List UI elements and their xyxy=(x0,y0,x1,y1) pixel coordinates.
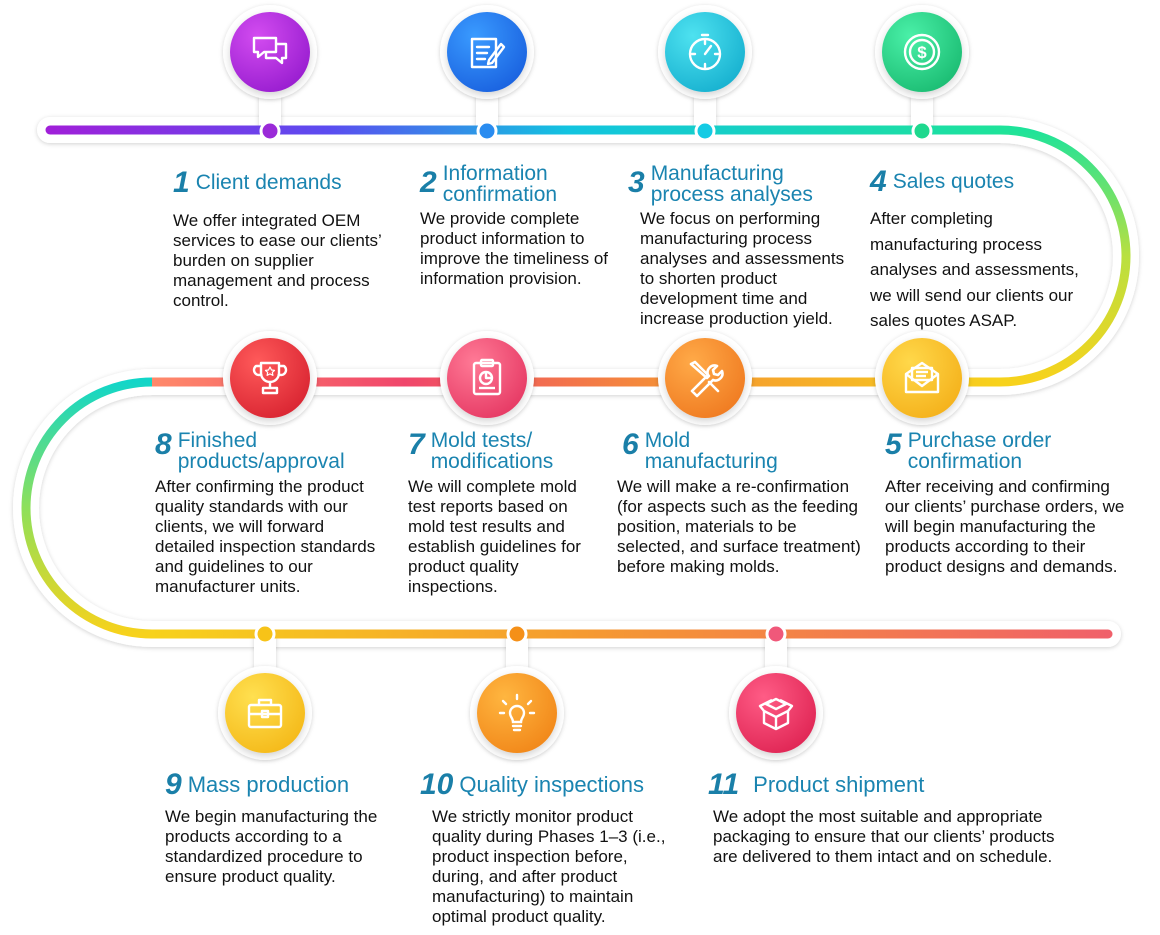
step-heading: 4 Sales quotes xyxy=(870,167,1100,197)
badge-step-10 xyxy=(477,673,557,753)
badge-step-5 xyxy=(882,338,962,418)
step-description: We begin manufacturing the products acco… xyxy=(165,807,378,886)
clipboard-chart-icon xyxy=(472,358,502,396)
badge-step-9 xyxy=(225,673,305,753)
step-title: Quality inspections xyxy=(459,772,645,797)
step-heading: 3 Manufacturing process analyses xyxy=(628,163,858,205)
step-description: After receiving and confirming our clien… xyxy=(885,477,1125,576)
step-number: 11 xyxy=(708,768,740,801)
step-description: We adopt the most suitable and appropria… xyxy=(713,807,1055,866)
step-description: We strictly monitor product quality duri… xyxy=(432,807,666,926)
step-6: 6 Mold manufacturing We will make a re-c… xyxy=(617,428,872,577)
node-dot-10 xyxy=(506,623,528,645)
step-number: 8 xyxy=(155,428,172,461)
step-11: 11 Product shipment We adopt the most su… xyxy=(708,770,1088,867)
step-5: 5 Purchase order confirmation After rece… xyxy=(885,430,1145,577)
node-dot-11 xyxy=(765,623,787,645)
step-2: 2 Information confirmation We provide co… xyxy=(420,163,630,289)
node-dot-4 xyxy=(911,120,933,142)
open-box-icon xyxy=(758,697,794,731)
chat-bubbles-icon xyxy=(252,36,288,65)
step-description: After completing manufacturing process a… xyxy=(870,209,1079,330)
badge-step-3 xyxy=(665,12,745,92)
step-number: 2 xyxy=(420,166,437,199)
step-number: 3 xyxy=(628,166,645,199)
step-title: Information confirmation xyxy=(442,162,558,206)
badge-step-7 xyxy=(447,338,527,418)
step-description: After confirming the product quality sta… xyxy=(155,477,376,596)
step-title: Client demands xyxy=(195,171,342,194)
step-heading: 1 Client demands xyxy=(173,168,408,198)
badge-step-4: $ xyxy=(882,12,962,92)
timeline-nodes xyxy=(254,120,933,645)
badge-step-2 xyxy=(447,12,527,92)
step-description: We will complete mold test reports based… xyxy=(408,477,581,596)
node-dot-3 xyxy=(694,120,716,142)
step-8: 8 Finished products/approval After confi… xyxy=(155,430,395,597)
step-heading: 10 Quality inspections xyxy=(420,770,690,800)
badge-step-8 xyxy=(230,338,310,418)
step-number: 9 xyxy=(165,768,182,801)
stopwatch-icon xyxy=(688,33,722,71)
step-4: 4 Sales quotes After completing manufact… xyxy=(870,167,1100,334)
step-heading: 9 Mass production xyxy=(165,770,405,800)
step-10: 10 Quality inspections We strictly monit… xyxy=(420,770,690,927)
svg-text:$: $ xyxy=(917,43,927,62)
step-title: Product shipment xyxy=(753,772,925,797)
step-description: We offer integrated OEM services to ease… xyxy=(173,211,382,310)
step-description: We focus on performing manufacturing pro… xyxy=(640,209,845,328)
step-heading: 2 Information confirmation xyxy=(420,163,630,205)
toolbox-icon xyxy=(247,698,283,729)
badge-step-1 xyxy=(230,12,310,92)
step-number: 5 xyxy=(885,428,902,461)
step-title: Sales quotes xyxy=(892,170,1015,193)
document-pen-icon xyxy=(470,37,506,69)
trophy-icon xyxy=(252,361,288,395)
wrench-screwdriver-icon xyxy=(689,360,724,398)
step-title: Mass production xyxy=(187,772,350,797)
dollar-coin-icon: $ xyxy=(903,33,941,71)
node-dot-9 xyxy=(254,623,276,645)
step-heading: 8 Finished products/approval xyxy=(155,428,395,473)
step-title: Purchase order confirmation xyxy=(907,429,1052,473)
step-title: Manufacturing process analyses xyxy=(650,162,813,206)
lightbulb-icon xyxy=(498,693,536,732)
step-description: We provide complete product information … xyxy=(420,209,609,288)
node-dot-1 xyxy=(259,120,281,142)
step-heading: 11 Product shipment xyxy=(708,770,1088,800)
node-dot-2 xyxy=(476,120,498,142)
step-title: Mold tests/ modifications xyxy=(430,429,554,473)
badge-step-6 xyxy=(665,338,745,418)
step-description: We will make a re-confirmation (for aspe… xyxy=(617,477,861,576)
step-number: 4 xyxy=(870,165,887,198)
step-heading: 7 Mold tests/ modifications xyxy=(408,428,608,473)
step-heading: 5 Purchase order confirmation xyxy=(885,428,1145,473)
step-number: 7 xyxy=(408,428,425,461)
step-9: 9 Mass production We begin manufacturing… xyxy=(165,770,405,887)
step-number: 10 xyxy=(420,768,454,801)
step-7: 7 Mold tests/ modifications We will comp… xyxy=(408,430,608,597)
step-number: 1 xyxy=(173,166,190,199)
step-number: 6 xyxy=(622,428,639,461)
step-title: Finished products/approval xyxy=(177,429,345,473)
step-title: Mold manufacturing xyxy=(644,429,778,473)
step-3: 3 Manufacturing process analyses We focu… xyxy=(628,163,858,329)
step-heading: 6 Mold manufacturing xyxy=(622,428,872,473)
envelope-icon xyxy=(904,361,940,394)
step-1: 1 Client demands We offer integrated OEM… xyxy=(173,168,408,311)
badge-step-11 xyxy=(736,673,816,753)
